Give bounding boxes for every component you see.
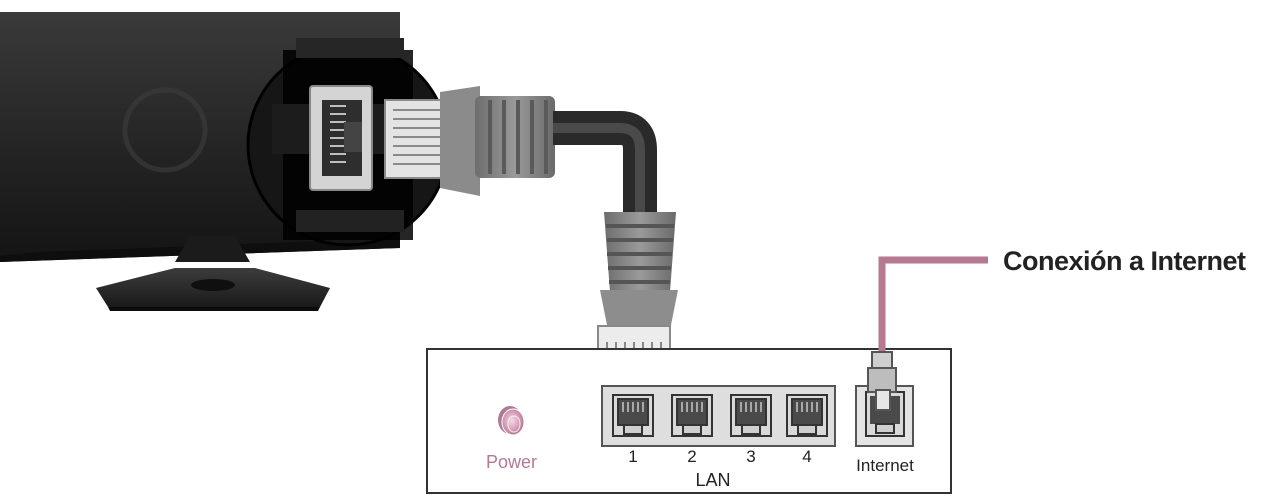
ethernet-cable-icon (384, 86, 678, 373)
power-led-icon (498, 406, 525, 436)
power-label: Power (486, 452, 538, 472)
lan-port-label-2: 2 (687, 447, 697, 466)
lan-port-label-3: 3 (746, 447, 756, 466)
lan-port-pins (622, 402, 818, 412)
internet-cable-icon (867, 256, 988, 411)
lan-port-label-1: 1 (628, 447, 638, 466)
tv-lan-port-zoom (246, 38, 450, 247)
internet-port-label: Internet (856, 456, 914, 475)
internet-connection-label: Conexión a Internet (1003, 246, 1246, 276)
lan-label: LAN (695, 470, 731, 490)
lan-port-label-4: 4 (802, 447, 812, 466)
